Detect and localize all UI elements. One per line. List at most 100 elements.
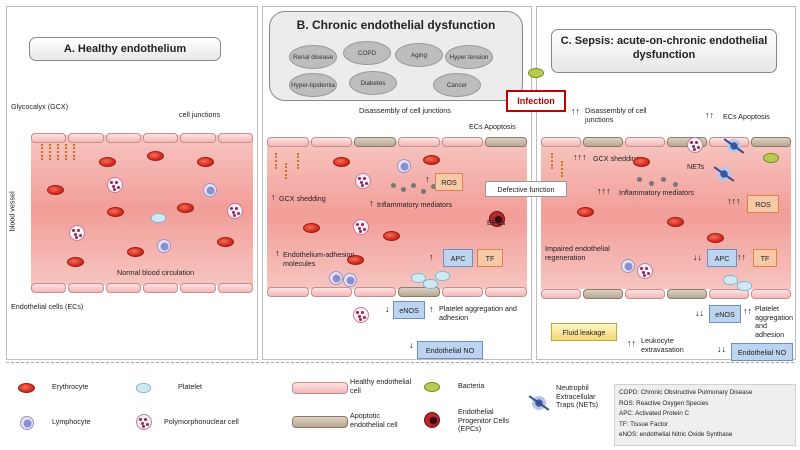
down-arrow-icon: ↓↓ — [717, 344, 726, 354]
erythrocyte-legend-icon — [18, 383, 35, 393]
up-arrow-icon: ↑ — [429, 304, 434, 314]
legend-healthy-cell: Healthy endothelial cell — [350, 377, 412, 395]
glycocalyx-strand — [49, 144, 54, 160]
erythrocyte — [99, 157, 116, 167]
down-arrow-icon: ↓ — [409, 340, 414, 350]
vessel-wall-bottom — [31, 283, 253, 293]
disassembly-label: Disassembly of cell junctions — [585, 106, 647, 124]
erythrocyte — [127, 247, 144, 257]
erythrocyte — [423, 155, 440, 165]
bacteria-legend-icon — [424, 382, 440, 392]
up-arrow-icon: ↑↑ — [627, 338, 636, 348]
polymorphonuclear-cell — [637, 263, 653, 279]
adhesion-molecules-label: Endothelium-adhesion molecules — [283, 250, 355, 268]
erythrocyte — [47, 185, 64, 195]
risk-factor-oval: Hyper-lipidemia — [289, 73, 337, 97]
abbreviation-item: APC: Activated Protein C — [619, 410, 689, 417]
erythrocyte — [667, 217, 684, 227]
legend-pmn: Polymorphonuclear cell — [164, 417, 239, 426]
epc-cell — [489, 211, 505, 227]
erythrocyte — [707, 233, 724, 243]
vessel-wall-top — [31, 133, 253, 143]
risk-factor-oval: Renal disease — [289, 45, 337, 69]
erythrocyte — [217, 237, 234, 247]
gcx-shedding-label: GCX shedding — [279, 194, 326, 203]
erythrocyte — [333, 157, 350, 167]
up-arrow-icon: ↑ — [275, 248, 280, 258]
healthy-cell-legend-icon — [292, 382, 348, 394]
panel-healthy-endothelium: A. Healthy endothelium Glycocalyx (GCX) … — [6, 6, 258, 360]
platelet — [723, 275, 738, 285]
polymorphonuclear-cell — [355, 173, 371, 189]
glycocalyx-label: Glycocalyx (GCX) — [11, 102, 69, 111]
nets-icon — [717, 167, 731, 181]
gcx-shedding-label: GCX shedding — [593, 154, 640, 163]
erythrocyte — [577, 207, 594, 217]
platelet — [411, 273, 426, 283]
shed-glycocalyx — [285, 163, 290, 179]
erythrocyte — [303, 223, 320, 233]
platelet — [423, 279, 438, 289]
enos-box: eNOS — [709, 305, 741, 323]
inflammatory-mediators-label: Inflammatory mediators — [377, 200, 453, 209]
apoptotic-cell-legend-icon — [292, 416, 348, 428]
bacteria-icon — [528, 68, 544, 78]
legend-nets: Neutrophil Extracellular Traps (NETs) — [556, 383, 599, 410]
erythrocyte — [197, 157, 214, 167]
risk-factor-oval: COPD — [343, 41, 391, 65]
polymorphonuclear-cell — [69, 225, 85, 241]
panel-chronic-dysfunction: B. Chronic endothelial dysfunction Renal… — [262, 6, 567, 360]
endothelial-cells-label: Endothelial cells (ECs) — [11, 302, 84, 311]
abbreviation-item: TF: Tissue Factor — [619, 420, 668, 428]
mediator-dot — [411, 183, 416, 188]
platelet — [151, 213, 166, 223]
risk-factor-oval: Diabetes — [349, 71, 397, 95]
ros-box: ROS — [435, 173, 463, 191]
ecs-apoptosis-label: ECs Apoptosis — [723, 112, 770, 121]
polymorphonuclear-cell — [353, 219, 369, 235]
platelet — [435, 271, 450, 281]
apc-box: APC — [443, 249, 473, 267]
legend-lymphocyte: Lymphocyte — [52, 417, 91, 426]
abbreviation-item: ROS: Reactive Oxygen Species — [619, 399, 709, 407]
lymphocyte-legend-icon — [20, 416, 34, 430]
glycocalyx-strand — [73, 144, 78, 160]
shed-glycocalyx — [551, 153, 556, 169]
up-arrow-icon: ↑↑ — [743, 306, 752, 316]
erythrocyte — [383, 231, 400, 241]
legend-epcs: Endothelial Progenitor Cells (EPCs) — [458, 407, 510, 434]
mediator-dot — [649, 181, 654, 186]
legend-separator — [6, 362, 794, 363]
lymphocyte — [203, 183, 217, 197]
lymphocyte — [397, 159, 411, 173]
epc-legend-icon — [424, 412, 440, 428]
leukocyte-extravasation-label: Leukocyte extravasation — [641, 336, 684, 354]
tf-box: TF — [477, 249, 503, 267]
ros-box: ROS — [747, 195, 779, 213]
panel-a-title: A. Healthy endothelium — [29, 37, 221, 61]
up-arrow-icon: ↑ — [271, 192, 276, 202]
shed-glycocalyx — [561, 161, 566, 177]
lymphocyte — [329, 271, 343, 285]
glycocalyx-strand — [65, 144, 70, 160]
vessel-wall-bottom — [267, 287, 528, 297]
abbreviation-box: COPD: Chronic Obstructive Pulmonary Dise… — [614, 384, 796, 446]
platelet-legend-icon — [136, 383, 151, 393]
lymphocyte — [157, 239, 171, 253]
risk-factor-oval: Aging — [395, 43, 443, 67]
normal-circulation-label: Normal blood circulation — [117, 268, 195, 277]
apc-box: APC — [707, 249, 737, 267]
blood-vessel-label: blood vessel — [7, 191, 17, 232]
tf-box: TF — [753, 249, 777, 267]
up-arrow-icon: ↑↑↑ — [573, 152, 587, 162]
polymorphonuclear-cell — [353, 307, 369, 323]
up-arrow-icon: ↑ — [369, 198, 374, 208]
abbreviation-item: eNOS: endothelial Nitric Oxide Synthase — [619, 431, 733, 438]
bacteria-icon — [763, 153, 779, 163]
endothelial-no-box: Endothelial NO — [417, 341, 483, 359]
polymorphonuclear-cell — [107, 177, 123, 193]
polymorphonuclear-cell — [227, 203, 243, 219]
mediator-dot — [401, 187, 406, 192]
vessel-wall-bottom — [541, 289, 791, 299]
legend-platelet: Platelet — [178, 382, 202, 391]
